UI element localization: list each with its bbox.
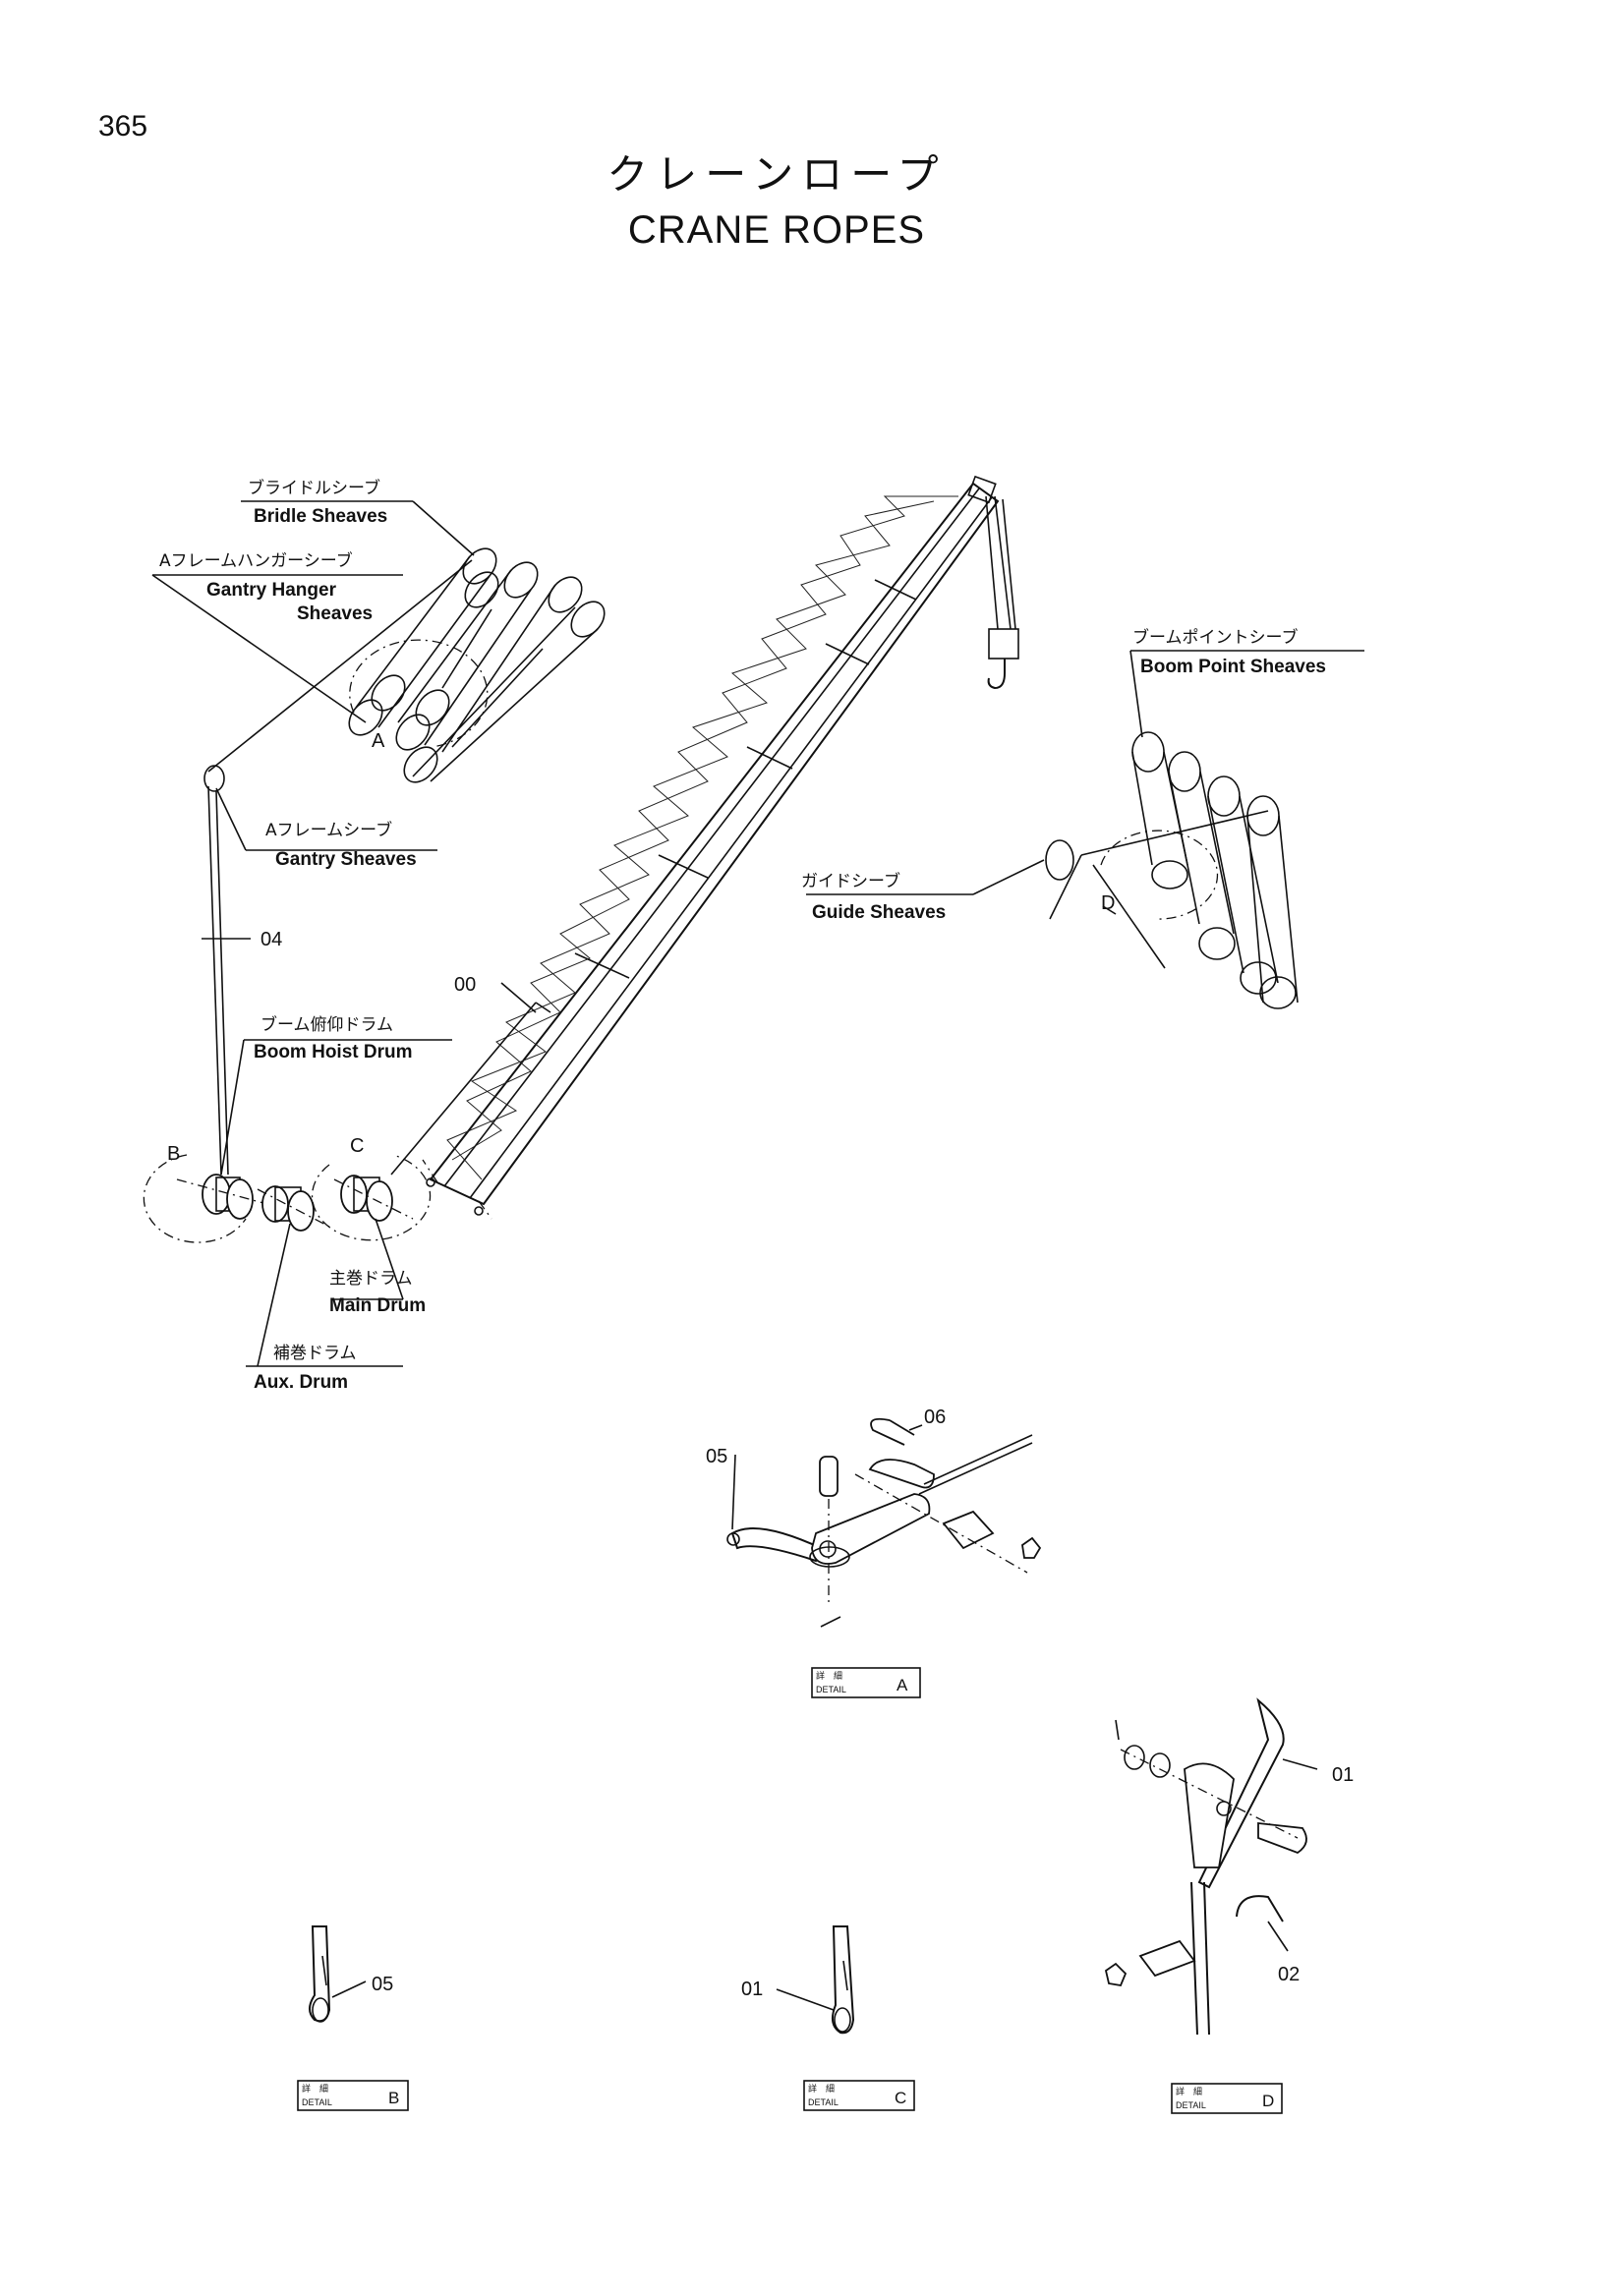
guide-sheaves-label-jp: ガイドシーブ bbox=[801, 871, 900, 891]
part-number-05-detail-b: 05 bbox=[372, 1974, 393, 1995]
detail-box-b-jp: 詳 細 bbox=[302, 2083, 328, 2094]
gantry-hanger-label-jp: Aフレームハンガーシーブ bbox=[159, 550, 353, 571]
detail-box-c-en: DETAIL bbox=[808, 2097, 839, 2107]
title-block: クレーンロープ CRANE ROPES bbox=[0, 147, 1553, 258]
part-number-01-detail-c: 01 bbox=[741, 1979, 763, 2000]
detail-box-b-letter: B bbox=[388, 2089, 399, 2107]
boom-point-sheaves bbox=[1080, 731, 1299, 1009]
detail-box-d: 詳 細 DETAIL D bbox=[1171, 2083, 1283, 2114]
detail-c-drawing bbox=[776, 1925, 855, 2035]
part-number-00: 00 bbox=[454, 974, 476, 996]
detail-d-drawing bbox=[1104, 1697, 1318, 2036]
gantry-sheaves-label-en: Gantry Sheaves bbox=[275, 849, 417, 870]
gantry-hanger-label-en2: Sheaves bbox=[297, 603, 373, 624]
detail-box-c: 詳 細 DETAIL C bbox=[803, 2080, 915, 2111]
detail-a-circle bbox=[349, 639, 489, 748]
gantry-sheaves-label-jp: Aフレームシーブ bbox=[265, 820, 392, 840]
part-number-06-detail-a: 06 bbox=[924, 1406, 946, 1428]
detail-box-a-en: DETAIL bbox=[816, 1685, 846, 1694]
detail-box-a: 詳 細 DETAIL A bbox=[811, 1667, 921, 1698]
main-drum bbox=[311, 1154, 432, 1241]
boom-lattice bbox=[422, 475, 1019, 1220]
detail-box-a-jp: 詳 細 bbox=[816, 1670, 842, 1681]
detail-marker-c: C bbox=[350, 1135, 364, 1157]
detail-marker-a: A bbox=[372, 730, 385, 752]
bridle-sheaves-label-jp: ブライドルシーブ bbox=[248, 478, 380, 498]
detail-box-d-jp: 詳 細 bbox=[1176, 2086, 1202, 2096]
gantry-sheave bbox=[203, 765, 225, 792]
ropes bbox=[207, 559, 551, 1176]
detail-box-a-letter: A bbox=[897, 1676, 908, 1694]
detail-marker-b: B bbox=[167, 1143, 180, 1165]
aux-drum bbox=[257, 1185, 330, 1232]
main-drum-label-en: Main Drum bbox=[329, 1295, 426, 1316]
bridle-sheave-assembly bbox=[348, 547, 606, 783]
guide-sheaves-label-en: Guide Sheaves bbox=[812, 902, 946, 923]
detail-b-drawing bbox=[309, 1925, 367, 2023]
boom-hoist-drum-label-en: Boom Hoist Drum bbox=[254, 1042, 413, 1062]
title-english: CRANE ROPES bbox=[627, 208, 926, 252]
title-japanese: クレーンロープ bbox=[607, 150, 947, 199]
detail-marker-d: D bbox=[1101, 892, 1115, 914]
detail-box-b: 詳 細 DETAIL B bbox=[297, 2080, 409, 2111]
part-number-04: 04 bbox=[260, 929, 282, 950]
part-number-01-detail-d: 01 bbox=[1332, 1764, 1354, 1786]
detail-d-circle bbox=[1100, 830, 1219, 920]
page-number: 365 bbox=[98, 110, 148, 143]
boom-point-sheaves-label-en: Boom Point Sheaves bbox=[1140, 657, 1326, 677]
leader-lines bbox=[151, 500, 1364, 1367]
boom-hoist-drum-label-jp: ブーム俯仰ドラム bbox=[260, 1014, 393, 1035]
detail-box-c-jp: 詳 細 bbox=[808, 2083, 835, 2094]
guide-sheave bbox=[1045, 839, 1082, 920]
aux-drum-label-en: Aux. Drum bbox=[254, 1372, 348, 1393]
detail-box-c-letter: C bbox=[895, 2089, 906, 2107]
detail-box-d-en: DETAIL bbox=[1176, 2100, 1206, 2110]
part-number-05-detail-a: 05 bbox=[706, 1446, 727, 1467]
aux-drum-label-jp: 補巻ドラム bbox=[273, 1344, 357, 1363]
gantry-hanger-label-en1: Gantry Hanger bbox=[206, 580, 337, 601]
bridle-sheaves-label-en: Bridle Sheaves bbox=[254, 506, 387, 527]
boom-point-sheaves-label-jp: ブームポイントシーブ bbox=[1132, 627, 1298, 648]
main-drum-label-jp: 主巻ドラム bbox=[329, 1269, 413, 1289]
part-number-02-detail-d: 02 bbox=[1278, 1964, 1300, 1985]
detail-b-circle bbox=[143, 1154, 247, 1243]
detail-box-d-letter: D bbox=[1262, 2092, 1274, 2110]
detail-a-drawing bbox=[726, 1417, 1042, 1628]
detail-box-b-en: DETAIL bbox=[302, 2097, 332, 2107]
